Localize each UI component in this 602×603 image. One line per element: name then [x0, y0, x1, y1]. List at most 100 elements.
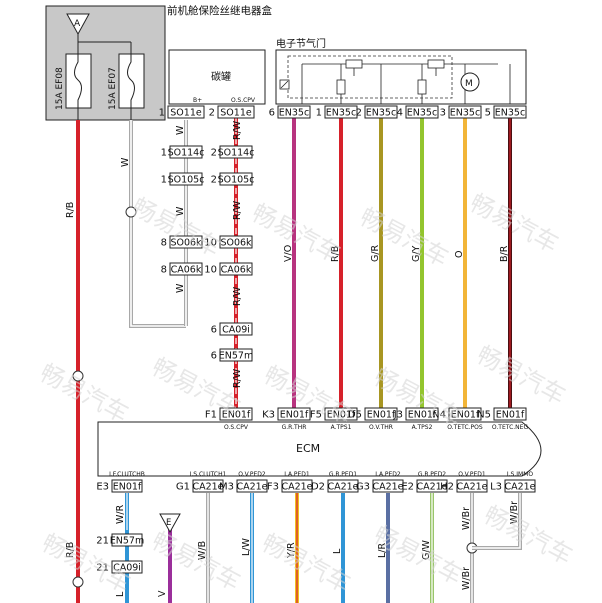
label-bottom-wire-6: G/W — [421, 539, 432, 560]
ecm-box — [97, 421, 542, 477]
canister-conn-1-box — [167, 105, 205, 119]
ecm-bottom-conn-6-pin: G3 — [356, 482, 370, 493]
label-canister-w-1: W — [175, 125, 186, 135]
ecm-bottom-conn-6-signal: I.A.PED2 — [375, 471, 401, 478]
ecm-top-conn-3-pin: F5 — [310, 410, 322, 421]
throttle-conn-5-id: EN35c — [450, 108, 480, 119]
fuse-box-title: 前机舱保险丝继电器盒 — [167, 4, 272, 17]
label-wr: W/R — [115, 504, 126, 524]
ecm-bottom-conn-8-box — [456, 479, 488, 493]
mid-right-conn-4-pin: 10 — [204, 265, 217, 276]
ecm-bottom-conn-9-pin: L3 — [490, 482, 502, 493]
label-bottom-wire-5: L/R — [377, 543, 388, 558]
throttle-conn-1-id: EN35c — [279, 108, 309, 119]
label-rb-bottom: R/B — [65, 542, 76, 558]
ecm-bottom-conn-2-pin: G1 — [176, 482, 190, 493]
ecm-bottom-conn-4-signal: I.A.PED1 — [284, 471, 310, 478]
canister-conn-1-pin: 1 — [159, 108, 165, 119]
ecm-bottom-conn-5-signal: G.R.PED1 — [329, 471, 357, 478]
mid-left-conn-3-pin: 8 — [161, 238, 167, 249]
watermark-12: 畅易汽车 — [257, 529, 355, 599]
ecm-bottom-conn-5-pin: D2 — [311, 482, 325, 493]
bottom-left-conn-1-pin: 21 — [96, 536, 109, 547]
mid-right-conn-5-box — [219, 322, 253, 336]
ecm-bottom-conn-1-box — [111, 479, 143, 493]
fuse-ef08-element — [74, 42, 82, 120]
canister-conn-1-id: SO11e — [170, 108, 202, 119]
throttle-conn-4-pin: 4 — [397, 108, 403, 119]
ecm-bottom-conn-2-box — [192, 479, 224, 493]
ecm-top-conn-7-pin: N5 — [477, 410, 491, 421]
label-canister-w-2: W — [175, 206, 186, 216]
ecm-bottom-conn-6-box — [372, 479, 404, 493]
watermark-5: 畅易汽车 — [35, 359, 133, 429]
ecm-bottom-conn-3-signal: O.V.PED2 — [238, 471, 266, 478]
throttle-conn-3-pin: 2 — [356, 108, 362, 119]
throttle-conn-6-pin: 5 — [485, 108, 491, 119]
ecm-top-conn-4-pin: D5 — [348, 410, 362, 421]
ecm-top-conn-7-id: EN01f — [496, 410, 525, 421]
ecm-top-conn-2-signal: G.R.THR — [282, 424, 307, 431]
mid-left-conn-2-box — [169, 172, 203, 186]
canister-pin-left-label: B+ — [193, 97, 202, 104]
ecm-top-conn-7-box — [493, 407, 527, 421]
ecm-top-conn-3-box — [324, 407, 358, 421]
throttle-conn-1-box — [277, 105, 311, 119]
mid-left-conn-4-pin: 8 — [161, 265, 167, 276]
label-rw-4: R/W — [232, 368, 243, 388]
mid-right-conn-3-pin: 10 — [204, 238, 217, 249]
label-rw-2: R/W — [232, 200, 243, 220]
mid-left-conn-3-id: SO06k — [170, 238, 202, 249]
label-br: B/R — [499, 245, 510, 262]
ecm-top-conn-1-box — [219, 407, 253, 421]
canister-conn-2-pin: 2 — [209, 108, 215, 119]
bottom-left-conn-1-id: EN57m — [110, 536, 144, 547]
ecm-bottom-conn-8-pin: H2 — [440, 482, 454, 493]
throttle-conn-2-box — [324, 105, 358, 119]
mid-right-conn-1-pin: 2 — [211, 148, 217, 159]
label-gy: G/Y — [411, 245, 422, 262]
throttle-box — [275, 49, 527, 105]
watermark-1: 畅易汽车 — [127, 193, 225, 263]
ecm-top-conn-4-signal: O.V.THR — [369, 424, 393, 431]
ecm-bottom-conn-6-id: CA21e — [372, 482, 403, 493]
mid-left-conn-1-box — [169, 145, 203, 159]
wire-wbr-2-core — [472, 493, 521, 549]
mid-left-conn-3-box — [169, 235, 203, 249]
label-o: O — [454, 251, 465, 258]
mid-right-conn-6-box — [219, 348, 253, 362]
label-v-left: V — [157, 590, 168, 597]
ecm-bottom-conn-5-box — [327, 479, 359, 493]
throttle-conn-2-pin: 1 — [316, 108, 322, 119]
bottom-left-conn-2-id: CA09i — [113, 563, 141, 574]
canister-box — [168, 49, 266, 105]
ecm-top-conn-5-box — [405, 407, 439, 421]
throttle-conn-6-box — [493, 105, 527, 119]
ecm-bottom-conn-4-pin: F3 — [267, 482, 279, 493]
front-fuse-relay-box: 前机舱保险丝继电器盒 A 15A EF08 15A EF07 — [45, 4, 272, 121]
ecm-top-conn-5-id: EN01f — [408, 410, 437, 421]
splice-rb-bottom — [72, 576, 84, 588]
ecm-bottom-conn-7-signal: G.R.PED2 — [418, 471, 446, 478]
canister-pin-right-label: O.S.CPV — [231, 97, 256, 104]
mid-left-conn-1-id: SO114c — [168, 148, 205, 159]
canister-title: 碳罐 — [211, 70, 231, 83]
label-bottom-wire-7: W/Br — [461, 507, 472, 530]
ecm-bottom-conn-9-signal: I.S.IMMO — [507, 471, 534, 478]
ecm-bottom-conn-8-signal: O.V.PED1 — [458, 471, 486, 478]
throttle-conn-4-box — [405, 105, 439, 119]
